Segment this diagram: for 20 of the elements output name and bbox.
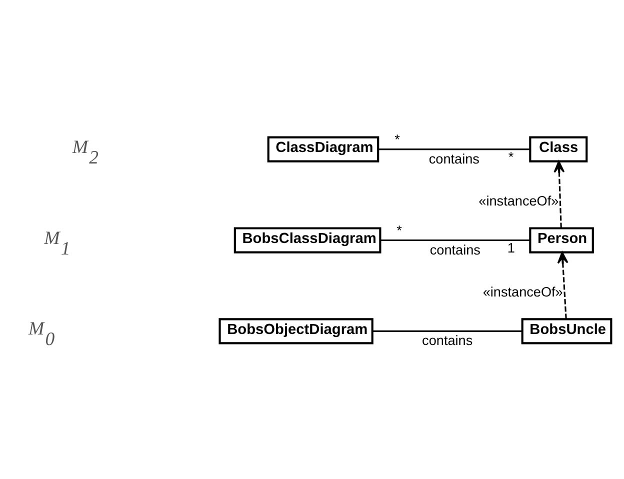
connector	[372, 330, 522, 332]
node-box: Person	[529, 227, 594, 254]
node-box: BobsUncle	[521, 318, 612, 344]
arrow	[557, 252, 568, 319]
edge-label: «instanceOf»	[482, 284, 563, 300]
node-box: BobsObjectDiagram	[218, 318, 374, 344]
node-box: BobsClassDiagram	[234, 227, 382, 254]
label: *	[396, 222, 402, 238]
edge-label: «instanceOf»	[478, 194, 559, 209]
arrow	[554, 160, 565, 228]
edge-label: contains	[422, 333, 473, 348]
edge-label: contains	[430, 242, 480, 258]
edge-label: contains	[428, 151, 480, 166]
label: 1	[507, 240, 515, 256]
node-box: ClassDiagram	[267, 136, 380, 162]
node-box: Class	[529, 136, 588, 162]
label: *	[508, 150, 514, 165]
connector	[378, 148, 530, 150]
connector	[380, 239, 530, 242]
label: *	[394, 132, 400, 148]
